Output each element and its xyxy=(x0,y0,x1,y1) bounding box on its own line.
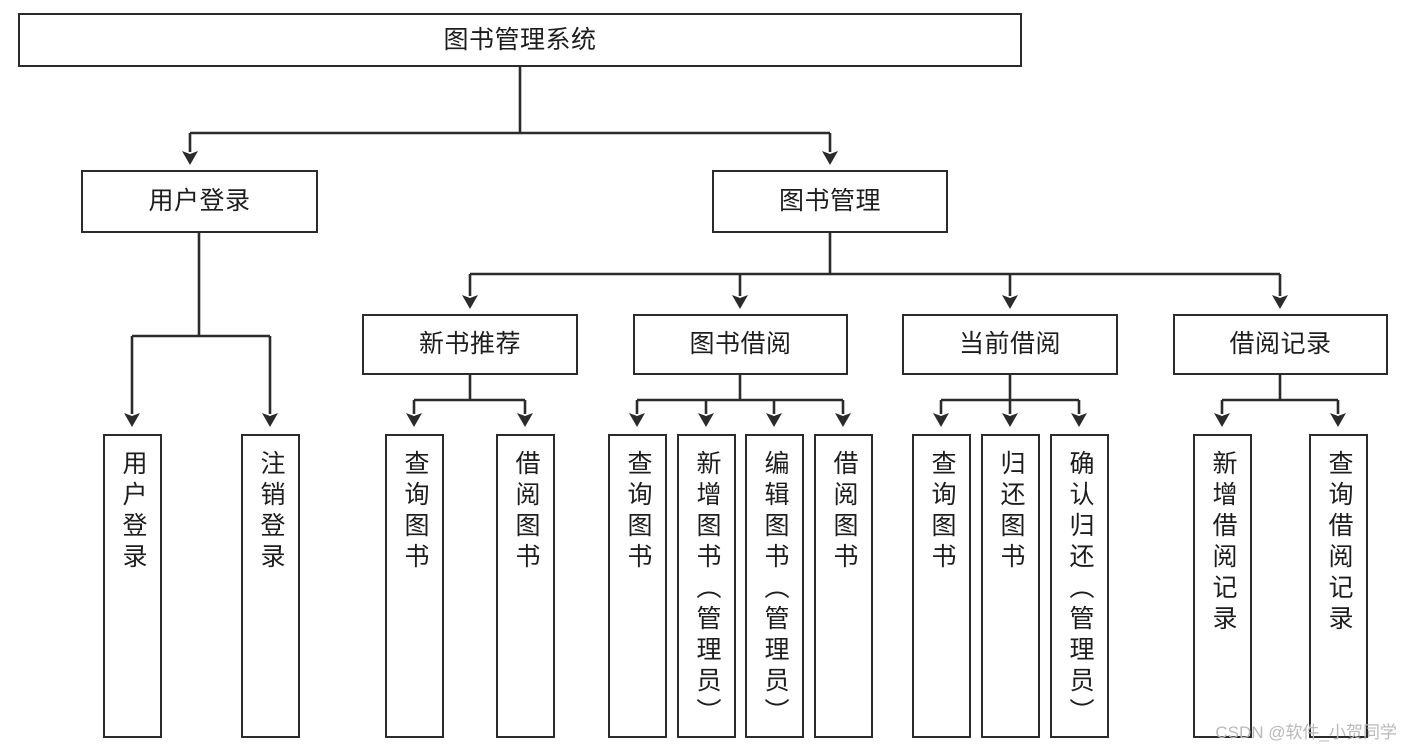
node-root-label: 图书管理系统 xyxy=(443,25,597,54)
node-leaf-edit-book[interactable]: 编辑图书（管理员） xyxy=(745,434,804,738)
node-leaf-confirm-return[interactable]: 确认归还（管理员） xyxy=(1050,434,1109,738)
node-leaf-add-record-label: 新增借阅记录 xyxy=(1209,450,1237,636)
node-leaf-borrow-book-1[interactable]: 借阅图书 xyxy=(496,434,555,738)
node-leaf-query-book-3-label: 查询图书 xyxy=(928,450,956,574)
node-leaf-query-book-2[interactable]: 查询图书 xyxy=(608,434,667,738)
node-book-management[interactable]: 图书管理 xyxy=(712,170,948,233)
node-leaf-user-login-label: 用户登录 xyxy=(119,450,147,574)
node-book-management-label: 图书管理 xyxy=(778,187,881,215)
node-book-borrow[interactable]: 图书借阅 xyxy=(633,314,848,375)
node-leaf-query-record-label: 查询借阅记录 xyxy=(1325,450,1353,636)
node-leaf-add-book[interactable]: 新增图书（管理员） xyxy=(677,434,736,738)
node-leaf-query-record[interactable]: 查询借阅记录 xyxy=(1309,434,1368,738)
node-leaf-query-book-2-label: 查询图书 xyxy=(624,450,652,574)
node-borrow-record[interactable]: 借阅记录 xyxy=(1173,314,1388,375)
node-leaf-user-login[interactable]: 用户登录 xyxy=(103,434,162,738)
node-leaf-query-book-3[interactable]: 查询图书 xyxy=(912,434,971,738)
node-leaf-add-record[interactable]: 新增借阅记录 xyxy=(1193,434,1252,738)
csdn-watermark: CSDN @软件_小贺同学 xyxy=(1215,723,1397,742)
node-leaf-confirm-return-label: 确认归还（管理员） xyxy=(1066,450,1094,729)
node-book-borrow-label: 图书借阅 xyxy=(689,330,792,358)
node-root[interactable]: 图书管理系统 xyxy=(18,13,1022,67)
node-leaf-add-book-label: 新增图书（管理员） xyxy=(693,450,721,729)
node-new-book-recommend[interactable]: 新书推荐 xyxy=(362,314,578,375)
node-user-login-label: 用户登录 xyxy=(148,187,251,215)
node-current-borrow[interactable]: 当前借阅 xyxy=(902,314,1118,375)
node-leaf-query-book-1[interactable]: 查询图书 xyxy=(385,434,444,738)
node-user-login[interactable]: 用户登录 xyxy=(81,170,318,233)
node-current-borrow-label: 当前借阅 xyxy=(958,330,1061,358)
node-new-book-recommend-label: 新书推荐 xyxy=(418,330,521,358)
node-leaf-return-book-label: 归还图书 xyxy=(997,450,1025,574)
node-leaf-borrow-book-1-label: 借阅图书 xyxy=(512,450,540,574)
node-leaf-logout-login[interactable]: 注销登录 xyxy=(241,434,300,738)
node-leaf-query-book-1-label: 查询图书 xyxy=(401,450,429,574)
node-leaf-borrow-book-2-label: 借阅图书 xyxy=(830,450,858,574)
node-leaf-return-book[interactable]: 归还图书 xyxy=(981,434,1040,738)
node-leaf-edit-book-label: 编辑图书（管理员） xyxy=(761,450,789,729)
node-leaf-logout-login-label: 注销登录 xyxy=(257,450,285,574)
node-leaf-borrow-book-2[interactable]: 借阅图书 xyxy=(814,434,873,738)
node-borrow-record-label: 借阅记录 xyxy=(1229,330,1332,358)
